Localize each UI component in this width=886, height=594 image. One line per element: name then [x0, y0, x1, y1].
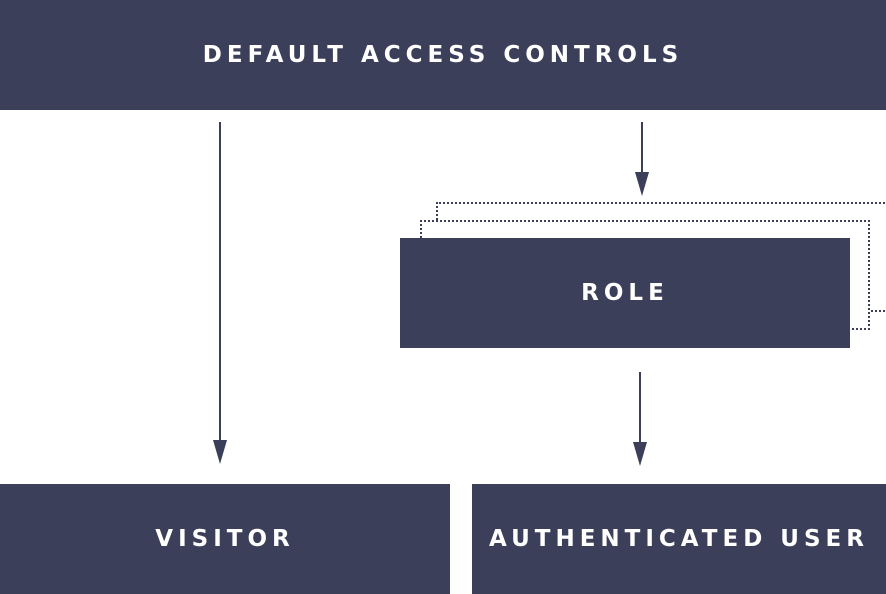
arrow-header-to-role-head [635, 172, 649, 196]
default-access-controls-box: DEFAULT ACCESS CONTROLS [0, 0, 886, 110]
visitor-box: VISITOR [0, 484, 450, 594]
authenticated-user-box: AUTHENTICATED USER [472, 484, 886, 594]
authenticated-user-label: AUTHENTICATED USER [489, 526, 869, 552]
arrow-header-to-visitor-head [213, 440, 227, 464]
role-box: ROLE [400, 238, 850, 348]
arrow-role-to-auth-head [633, 442, 647, 466]
role-label: ROLE [581, 280, 669, 306]
visitor-label: VISITOR [155, 526, 295, 552]
default-access-controls-label: DEFAULT ACCESS CONTROLS [202, 42, 684, 68]
